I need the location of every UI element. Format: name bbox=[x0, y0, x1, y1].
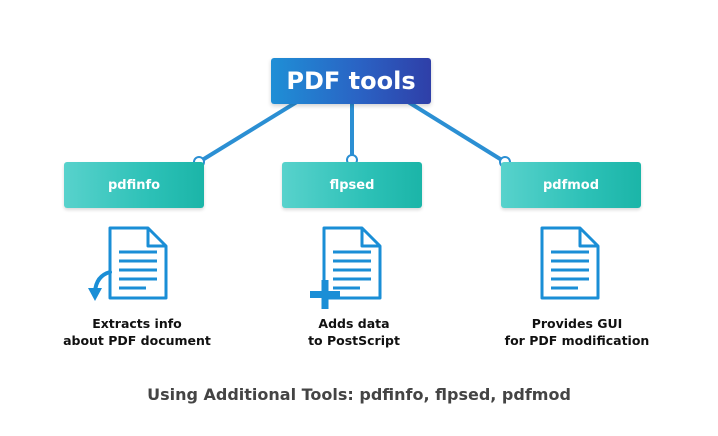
description-line: Extracts info bbox=[92, 316, 182, 331]
tool-node-label: flpsed bbox=[329, 177, 375, 193]
tool-node-label: pdfmod bbox=[542, 177, 600, 193]
root-node-pdf-tools: PDF tools bbox=[271, 58, 431, 104]
document-icon bbox=[540, 226, 600, 300]
tool-node-flpsed: flpsed bbox=[282, 162, 422, 208]
root-node-label: PDF tools bbox=[286, 67, 416, 95]
plus-icon bbox=[310, 280, 340, 309]
connector-pdfmod bbox=[403, 98, 507, 164]
tool-description-pdfinfo: Extracts info about PDF document bbox=[37, 315, 237, 349]
tool-node-pdfinfo: pdfinfo bbox=[64, 162, 204, 208]
diagram-caption: Using Additional Tools: pdfinfo, flpsed,… bbox=[147, 385, 571, 404]
curved-arrow-icon bbox=[88, 270, 112, 301]
tool-node-pdfmod: pdfmod bbox=[501, 162, 641, 208]
document-icon bbox=[88, 226, 168, 301]
description-line: Provides GUI bbox=[531, 316, 623, 331]
tool-description-pdfmod: Provides GUI for PDF modification bbox=[477, 315, 677, 349]
document-icon bbox=[310, 226, 382, 309]
tool-description-flpsed: Adds data to PostScript bbox=[254, 315, 454, 349]
tool-node-label: pdfinfo bbox=[107, 177, 161, 193]
description-line: Adds data bbox=[318, 316, 390, 331]
description-line: to PostScript bbox=[308, 333, 400, 348]
description-line: about PDF document bbox=[63, 333, 211, 348]
connector-pdfinfo bbox=[197, 98, 302, 164]
description-line: for PDF modification bbox=[504, 333, 650, 348]
